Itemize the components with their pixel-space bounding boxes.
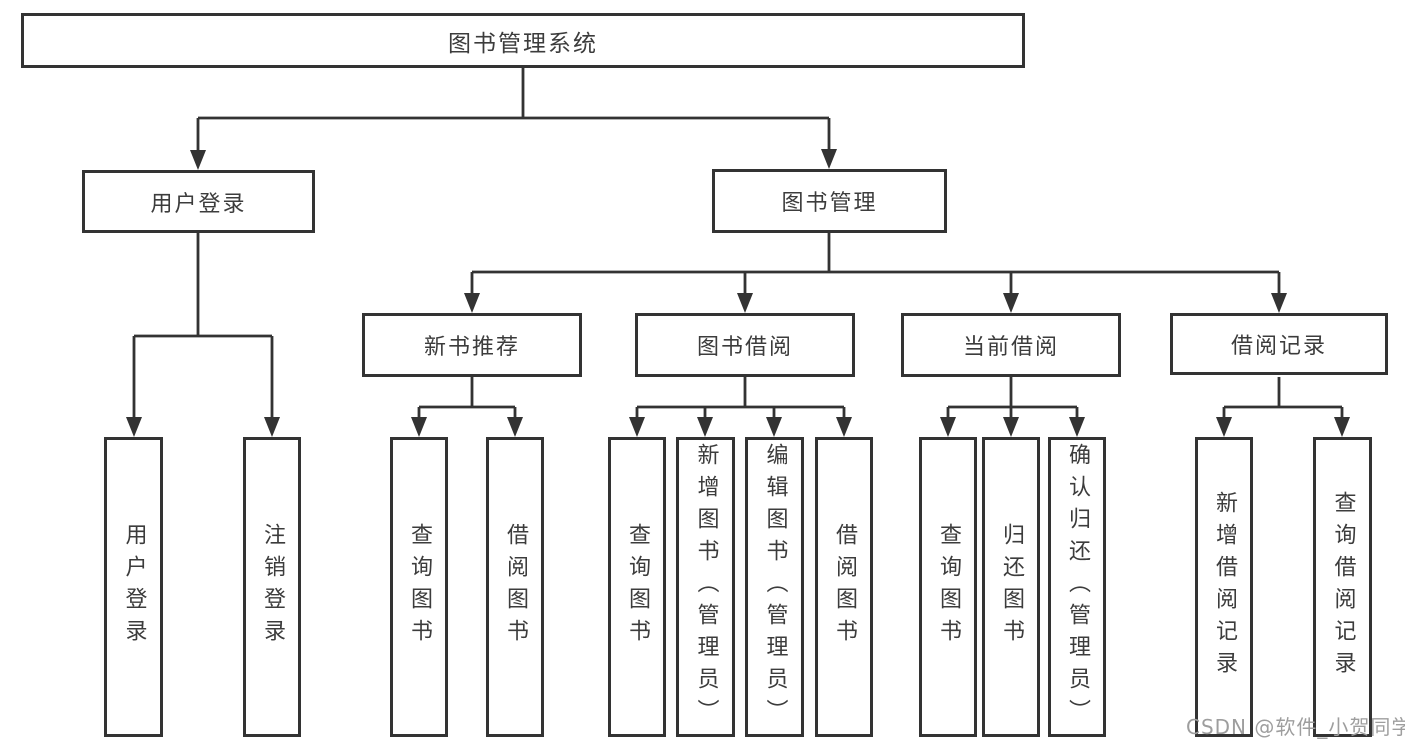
leaf-query-books-current: 查询图书 (919, 437, 977, 737)
leaf-borrow-books-recommend: 借阅图书 (486, 437, 544, 737)
leaf-label: 归还图书 (999, 523, 1024, 651)
leaf-add-borrow-record: 新增借阅记录 (1195, 437, 1253, 737)
csdn-watermark: CSDN @软件_小贺同学 (1186, 715, 1405, 739)
node-root-library-system: 图书管理系统 (21, 13, 1025, 68)
arrowheads (126, 149, 1350, 437)
leaf-label: 查询借阅记录 (1330, 491, 1356, 683)
leaf-label: 注销登录 (260, 523, 285, 651)
node-current-borrow: 当前借阅 (901, 313, 1121, 377)
leaf-query-books-borrow: 查询图书 (608, 437, 666, 737)
leaf-logout: 注销登录 (243, 437, 301, 737)
leaf-edit-book-admin: 编辑图书（管理员） (745, 437, 804, 737)
leaf-label: 确认归还（管理员） (1065, 443, 1090, 731)
leaf-label: 用户登录 (121, 523, 147, 651)
node-new-book-recommend: 新书推荐 (362, 313, 582, 377)
leaf-label: 新增借阅记录 (1212, 491, 1237, 683)
leaf-label: 借阅图书 (832, 523, 857, 651)
leaf-label: 查询图书 (407, 523, 432, 651)
leaf-user-login: 用户登录 (104, 437, 163, 737)
leaf-query-borrow-record: 查询借阅记录 (1313, 437, 1372, 737)
leaf-confirm-return-admin: 确认归还（管理员） (1048, 437, 1106, 737)
leaf-borrow-books-borrow: 借阅图书 (815, 437, 873, 737)
leaf-return-book: 归还图书 (982, 437, 1040, 737)
leaf-add-book-admin: 新增图书（管理员） (676, 437, 735, 737)
leaf-label: 查询图书 (936, 523, 961, 651)
node-borrow-records: 借阅记录 (1170, 313, 1388, 375)
leaf-label: 编辑图书（管理员） (762, 443, 788, 731)
leaf-query-books-recommend: 查询图书 (390, 437, 448, 737)
node-book-borrow: 图书借阅 (635, 313, 855, 377)
leaf-label: 借阅图书 (503, 523, 528, 651)
leaf-label: 新增图书（管理员） (693, 443, 719, 731)
node-book-management: 图书管理 (712, 169, 947, 233)
node-user-login: 用户登录 (82, 170, 315, 233)
leaf-label: 查询图书 (625, 523, 650, 651)
